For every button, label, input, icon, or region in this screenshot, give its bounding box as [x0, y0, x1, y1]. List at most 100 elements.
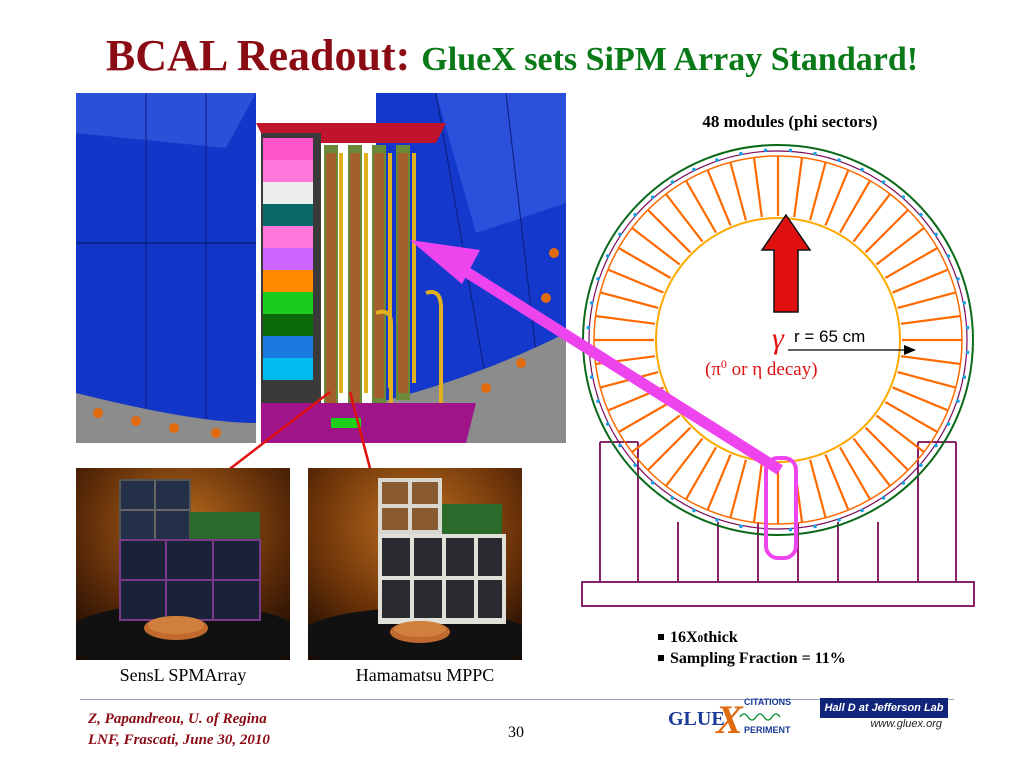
module-readout-marker	[586, 350, 591, 355]
module-edge	[793, 157, 804, 218]
footer-credits: Z, Papandreou, U. of Regina LNF, Frascat…	[88, 709, 270, 751]
module-edge	[595, 355, 656, 366]
module-readout-marker	[692, 167, 696, 172]
module-edge	[864, 426, 909, 471]
module-edge	[839, 446, 871, 500]
module-readout-marker	[934, 443, 938, 448]
module-edge	[809, 161, 827, 221]
module-edge	[685, 180, 717, 234]
module-edge	[595, 314, 656, 325]
module-readout-marker	[633, 212, 637, 217]
page-number: 30	[508, 724, 524, 741]
module-edge	[824, 169, 850, 226]
module-readout-marker	[650, 481, 655, 485]
module-readout-marker	[739, 151, 743, 156]
footer-author: Z, Papandreou, U. of Regina	[88, 711, 267, 727]
gluex-logo: GLUE X CITATIONS PERIMENT	[668, 697, 791, 739]
module-readout-marker	[881, 180, 886, 184]
bullet-square-icon	[658, 634, 664, 640]
module-readout-marker	[589, 301, 594, 305]
module-readout-marker	[589, 375, 594, 379]
module-edge	[752, 157, 763, 218]
highlighted-module	[764, 456, 798, 560]
footer-venue: LNF, Frascati, June 30, 2010	[88, 732, 270, 748]
module-readout-marker	[860, 508, 864, 513]
module-readout-marker	[956, 399, 960, 403]
module-edge	[706, 169, 732, 226]
bullet-sampling-fraction: Sampling Fraction = 11%	[658, 649, 846, 669]
module-edge	[647, 209, 692, 254]
module-edge	[665, 193, 704, 243]
module-readout-marker	[901, 481, 906, 485]
bcal-readout-render	[76, 93, 566, 443]
module-readout-marker	[919, 463, 923, 468]
module-edge	[839, 180, 871, 234]
module-edge	[599, 371, 659, 389]
module-readout-marker	[946, 254, 951, 258]
footer-divider	[80, 699, 954, 700]
module-readout-marker	[586, 325, 591, 330]
module-readout-marker	[788, 527, 793, 532]
module-readout-marker	[650, 195, 655, 199]
module-readout-marker	[596, 399, 600, 403]
module-edge	[892, 386, 949, 412]
diagram-heading: 48 modules (phi sectors)	[702, 112, 877, 131]
module-readout-marker	[788, 148, 793, 153]
module-edge	[897, 371, 957, 389]
title-sub: GlueX sets SiPM Array Standard!	[421, 41, 919, 78]
module-readout-marker	[962, 301, 967, 305]
module-readout-marker	[596, 277, 600, 281]
sensl-spmarray-photo	[76, 468, 290, 660]
module-readout-marker	[813, 524, 817, 529]
module-readout-marker	[618, 443, 622, 448]
hamamatsu-caption: Hamamatsu MPPC	[355, 665, 495, 685]
module-edge	[729, 161, 747, 221]
module-readout-marker	[860, 167, 864, 172]
module-edge	[631, 227, 681, 266]
module-readout-marker	[813, 151, 817, 156]
photon-arrow	[760, 213, 812, 313]
module-readout-marker	[692, 508, 696, 513]
module-edge	[729, 459, 747, 519]
bullet-square-icon	[658, 655, 664, 661]
module-edge	[864, 209, 909, 254]
module-edge	[900, 355, 961, 366]
module-edge	[852, 193, 891, 243]
module-readout-marker	[670, 180, 675, 184]
module-readout-marker	[965, 325, 970, 330]
module-readout-marker	[881, 496, 886, 500]
module-edge	[599, 291, 659, 309]
module-readout-marker	[763, 148, 768, 153]
module-readout-marker	[618, 232, 622, 237]
svg-text:CITATIONS: CITATIONS	[744, 697, 791, 707]
module-readout-marker	[633, 463, 637, 468]
decay-label: (π0 or η decay)	[705, 357, 818, 380]
module-edge	[897, 291, 957, 309]
svg-text:X: X	[714, 697, 744, 739]
module-edge	[752, 462, 763, 523]
module-readout-marker	[715, 158, 719, 162]
module-edge	[852, 437, 891, 487]
module-readout-marker	[965, 350, 970, 355]
gamma-symbol: γ	[772, 322, 785, 355]
module-edge	[884, 247, 938, 279]
module-edge	[900, 314, 961, 325]
radius-arrow	[904, 345, 916, 355]
barrel-cross-section-diagram: 48 modules (phi sectors) γ r = 65 cm (π0…	[581, 112, 975, 607]
module-readout-marker	[946, 422, 951, 426]
title-main: BCAL Readout:	[105, 31, 411, 80]
radius-label: r = 65 cm	[794, 327, 865, 346]
halld-logo: Hall D at Jefferson Lab www.gluex.org	[820, 698, 952, 738]
module-edge	[892, 268, 949, 294]
module-edge	[607, 268, 664, 294]
module-readout-marker	[837, 158, 841, 162]
module-readout-marker	[837, 518, 841, 522]
hamamatsu-mppc-photo	[308, 468, 522, 660]
module-edge	[875, 414, 925, 453]
module-readout-marker	[739, 524, 743, 529]
module-readout-marker	[934, 232, 938, 237]
module-edge	[809, 459, 827, 519]
svg-text:GLUE: GLUE	[668, 708, 725, 730]
